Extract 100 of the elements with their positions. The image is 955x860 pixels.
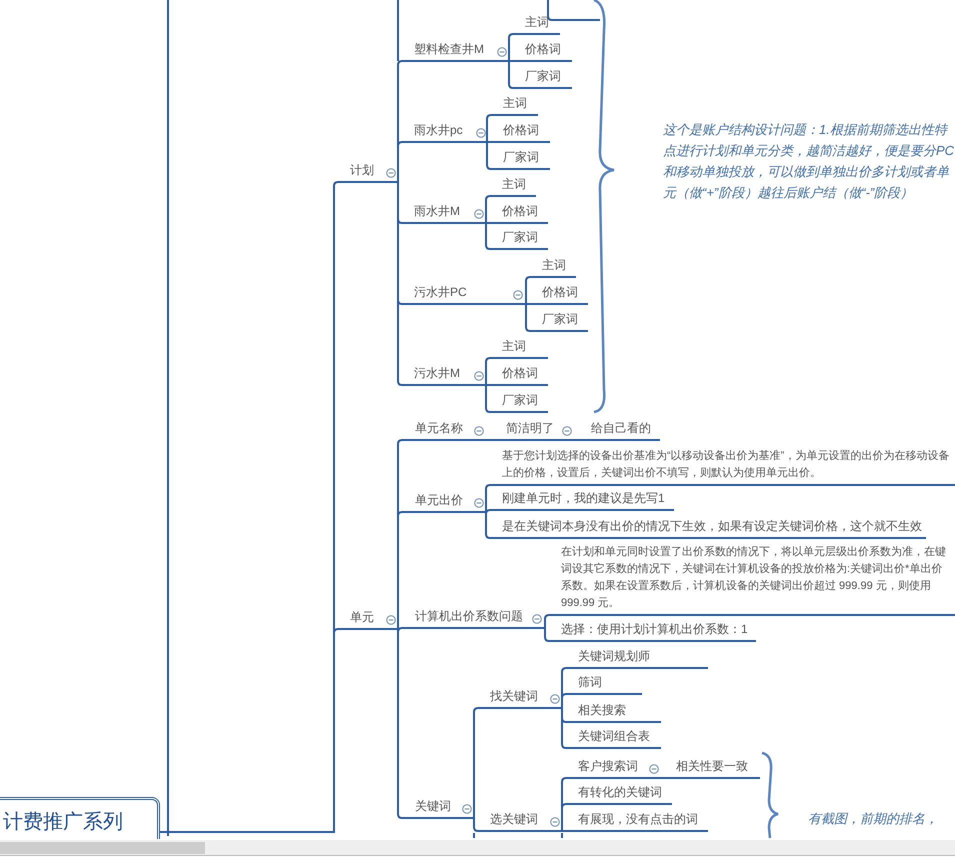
topic-text: 是在关键词本身没有出价的情况下生效，如果有设定关键词价格，这个就不生效 (502, 519, 922, 534)
topic-text: 有展现，没有点击的词 (578, 812, 698, 827)
topic-underline (402, 366, 486, 386)
branch-line (486, 142, 492, 170)
topic-underline (403, 493, 486, 513)
topic-text: 单元 (350, 610, 374, 625)
branch-line (525, 304, 531, 332)
topic-text: 厂家词 (502, 393, 538, 408)
topic-underline (490, 393, 548, 413)
branch-line (660, 777, 664, 779)
topic-text: 有转化的关键词 (578, 785, 662, 800)
topic-underline (566, 785, 672, 805)
topic-text: 雨水井M (414, 204, 460, 219)
topic-text: 相关性要一致 (676, 759, 748, 774)
topic-text: 在计划和单元同时设置了出价系数的情况下，将以单元层级出价系数为准，在键词设其它系数的情况下，关键词在计算机设备的投放价格为:关键词出价*单出价系数。如果在设置系数后，计算机设备的关键词出价超过 999.99 元，则使用 999.99 元。 (561, 544, 947, 611)
branch-line (485, 195, 491, 223)
topic-underline (530, 285, 588, 305)
topic-underline (338, 163, 398, 183)
topic-text: 关键词 (415, 799, 451, 814)
topic-text: 污水井PC (414, 285, 467, 300)
topic-underline (490, 177, 536, 197)
topic-text: 客户搜索词 (578, 759, 638, 774)
topic-underline (490, 491, 674, 511)
topic-underline (566, 649, 708, 669)
branch-line (561, 803, 567, 831)
branch-line (486, 384, 490, 386)
branch-line (397, 182, 403, 386)
topic-underline (494, 421, 575, 441)
branch-line (508, 61, 514, 89)
topic-underline (490, 519, 926, 539)
branch-line (526, 303, 530, 305)
topic-text: 选关键词 (490, 812, 538, 827)
topic-text: 计划 (350, 163, 374, 178)
topic-text: 厂家词 (502, 230, 538, 245)
topic-text: 厂家词 (525, 69, 561, 84)
topic-text: 主词 (502, 177, 526, 192)
topic-text: 主词 (525, 15, 549, 30)
topic-text: 厂家词 (503, 150, 539, 165)
branch-line (485, 512, 491, 539)
topic-underline (402, 285, 526, 305)
topic-underline (566, 675, 642, 695)
topic-underline (566, 812, 708, 832)
topic-text: 价格词 (525, 42, 561, 57)
branch-line (486, 114, 492, 142)
topic-text: 给自己看的 (591, 421, 651, 436)
branch-line (544, 628, 550, 642)
topic-underline (491, 123, 550, 143)
topic-text: 计费推广系列 (3, 810, 123, 834)
topic-text: 基于您计划选择的设备出价基准为“以移动设备出价为基准”，为单元设置的出价为在移动设备上的价格，设置后，关键词出价不填写，则默认为使用单元出价。 (502, 449, 950, 481)
branch-line (397, 627, 404, 633)
note-text: 这个是账户结构设计问题：1.根据前期筛选出性特点进行计划和单元分类，越简洁越好，便是要分PC和移动单独投放，可以做到单独出价多计划或者单元（做“+”阶段）越往后账户结（做“-”阶段） (663, 119, 955, 203)
topic-underline (478, 689, 562, 709)
branch-line (575, 439, 579, 441)
topic-text: 筛词 (578, 675, 602, 690)
topic-text: 主词 (502, 339, 526, 354)
topic-underline (478, 812, 562, 832)
branch-line (473, 818, 479, 832)
topic-underline (491, 150, 550, 170)
topic-underline (490, 339, 548, 359)
topic-underline (402, 42, 509, 62)
topic-text: 选择：使用计划计算机出价系数：1 (561, 622, 748, 637)
topic-underline (530, 312, 588, 332)
topic-underline (530, 258, 576, 278)
topic-text: 计算机出价系数问题 (415, 609, 523, 624)
branch-line (487, 141, 491, 143)
topic-underline (491, 96, 538, 116)
branch-line (485, 385, 491, 413)
topic-underline (403, 421, 490, 441)
branch-line (397, 511, 404, 629)
branch-line (490, 439, 494, 441)
topic-text: 污水井M (414, 366, 460, 381)
topic-text: 相关搜索 (578, 703, 626, 718)
topic-text: 找关键词 (490, 689, 538, 704)
topic-text: 简洁明了 (506, 421, 554, 436)
topic-underline (490, 230, 548, 250)
topic-underline (402, 204, 486, 224)
topic-underline (566, 729, 661, 749)
topic-text: 刚建单元时，我的建议是先写1 (502, 491, 665, 506)
topic-underline (566, 759, 660, 779)
topic-underline (338, 610, 398, 630)
topic-underline (402, 123, 487, 143)
branch-line (160, 628, 339, 833)
topic-underline (566, 703, 661, 723)
topic-text: 单元名称 (415, 421, 463, 436)
branch-line (544, 614, 550, 628)
topic-underline (403, 799, 474, 819)
branch-line (486, 222, 490, 224)
topic-text: 价格词 (502, 366, 538, 381)
branch-line (509, 60, 513, 62)
topic-text: 价格词 (503, 123, 539, 138)
topic-text: 单元出价 (415, 493, 463, 508)
topic-text: 雨水井pc (414, 123, 463, 138)
topic-text: 价格词 (502, 204, 538, 219)
topic-text: 关键词组合表 (578, 729, 650, 744)
topic-underline (490, 366, 548, 386)
branch-line (561, 708, 567, 749)
branch-line (485, 509, 491, 515)
branch-line (485, 223, 491, 250)
topic-text: 厂家词 (542, 312, 578, 327)
topic-underline (513, 42, 572, 62)
